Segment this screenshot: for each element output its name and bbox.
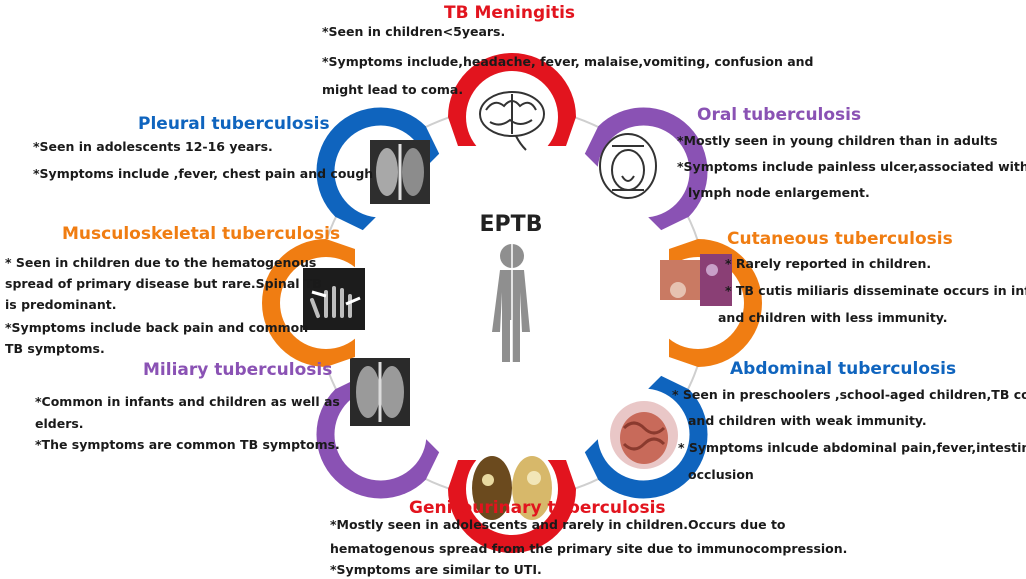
text-musculoskeletal-2: is predominant. bbox=[5, 297, 117, 312]
brain-icon bbox=[479, 91, 545, 151]
text-miliary-1: elders. bbox=[35, 416, 84, 431]
text-pleural-1: *Symptoms include ,fever, chest pain and… bbox=[33, 166, 374, 181]
text-abdominal-3: occlusion bbox=[688, 467, 754, 482]
title-pleural: Pleural tuberculosis bbox=[138, 114, 330, 134]
text-miliary-0: *Common in infants and children as well … bbox=[35, 394, 340, 409]
text-musculoskeletal-3: *Symptoms include back pain and common bbox=[5, 320, 309, 335]
mouth-icon bbox=[599, 133, 657, 199]
text-oral-1: *Symptoms include painless ulcer,associa… bbox=[677, 159, 1026, 174]
hand-xray-icon bbox=[303, 268, 365, 330]
kidney-specimen-icon bbox=[472, 456, 552, 520]
text-abdominal-1: and children with weak immunity. bbox=[688, 413, 927, 428]
text-meningitis-2: might lead to coma. bbox=[322, 82, 464, 97]
title-genitourinary: Genitourinary tuberculosis bbox=[409, 498, 666, 518]
text-oral-0: *Mostly seen in young children than in a… bbox=[677, 133, 998, 148]
text-musculoskeletal-4: TB symptoms. bbox=[5, 341, 105, 356]
text-genitourinary-1: hematogenous spread from the primary sit… bbox=[330, 541, 848, 556]
text-cutaneous-2: and children with less immunity. bbox=[718, 310, 948, 325]
text-meningitis-1: *Symptoms include,headache, fever, malai… bbox=[322, 54, 814, 69]
human-figure-icon bbox=[492, 244, 530, 368]
text-genitourinary-2: *Symptoms are similar to UTI. bbox=[330, 562, 542, 577]
text-meningitis-0: *Seen in children<5years. bbox=[322, 24, 506, 39]
title-oral: Oral tuberculosis bbox=[697, 105, 862, 125]
title-musculoskeletal: Musculoskeletal tuberculosis bbox=[62, 224, 341, 244]
text-pleural-0: *Seen in adolescents 12-16 years. bbox=[33, 139, 273, 154]
title-miliary: Miliary tuberculosis bbox=[143, 360, 333, 380]
text-oral-2: lymph node enlargement. bbox=[688, 185, 870, 200]
text-genitourinary-0: *Mostly seen in adolescents and rarely i… bbox=[330, 517, 786, 532]
text-musculoskeletal-1: spread of primary disease but rare.Spina… bbox=[5, 276, 322, 291]
text-abdominal-0: * Seen in preschoolers ,school-aged chil… bbox=[672, 387, 1026, 402]
text-cutaneous-0: * Rarely reported in children. bbox=[725, 256, 932, 271]
node-meningitis bbox=[448, 53, 576, 163]
intestine-icon bbox=[610, 401, 678, 469]
text-miliary-2: *The symptoms are common TB symptoms. bbox=[35, 437, 340, 452]
chest-xray-icon bbox=[350, 358, 410, 426]
text-cutaneous-1: * TB cutis miliaris disseminate occurs i… bbox=[725, 283, 1026, 298]
title-cutaneous: Cutaneous tuberculosis bbox=[727, 229, 953, 249]
pleural-xray-icon bbox=[370, 140, 430, 204]
title-abdominal: Abdominal tuberculosis bbox=[730, 359, 957, 379]
text-abdominal-2: * Symptoms inlcude abdominal pain,fever,… bbox=[678, 440, 1026, 455]
center-label: EPTB bbox=[479, 212, 543, 237]
skin-lesion-photo-icon bbox=[660, 254, 732, 306]
text-musculoskeletal-0: * Seen in children due to the hematogeno… bbox=[5, 255, 317, 270]
title-meningitis: TB Meningitis bbox=[444, 3, 576, 23]
